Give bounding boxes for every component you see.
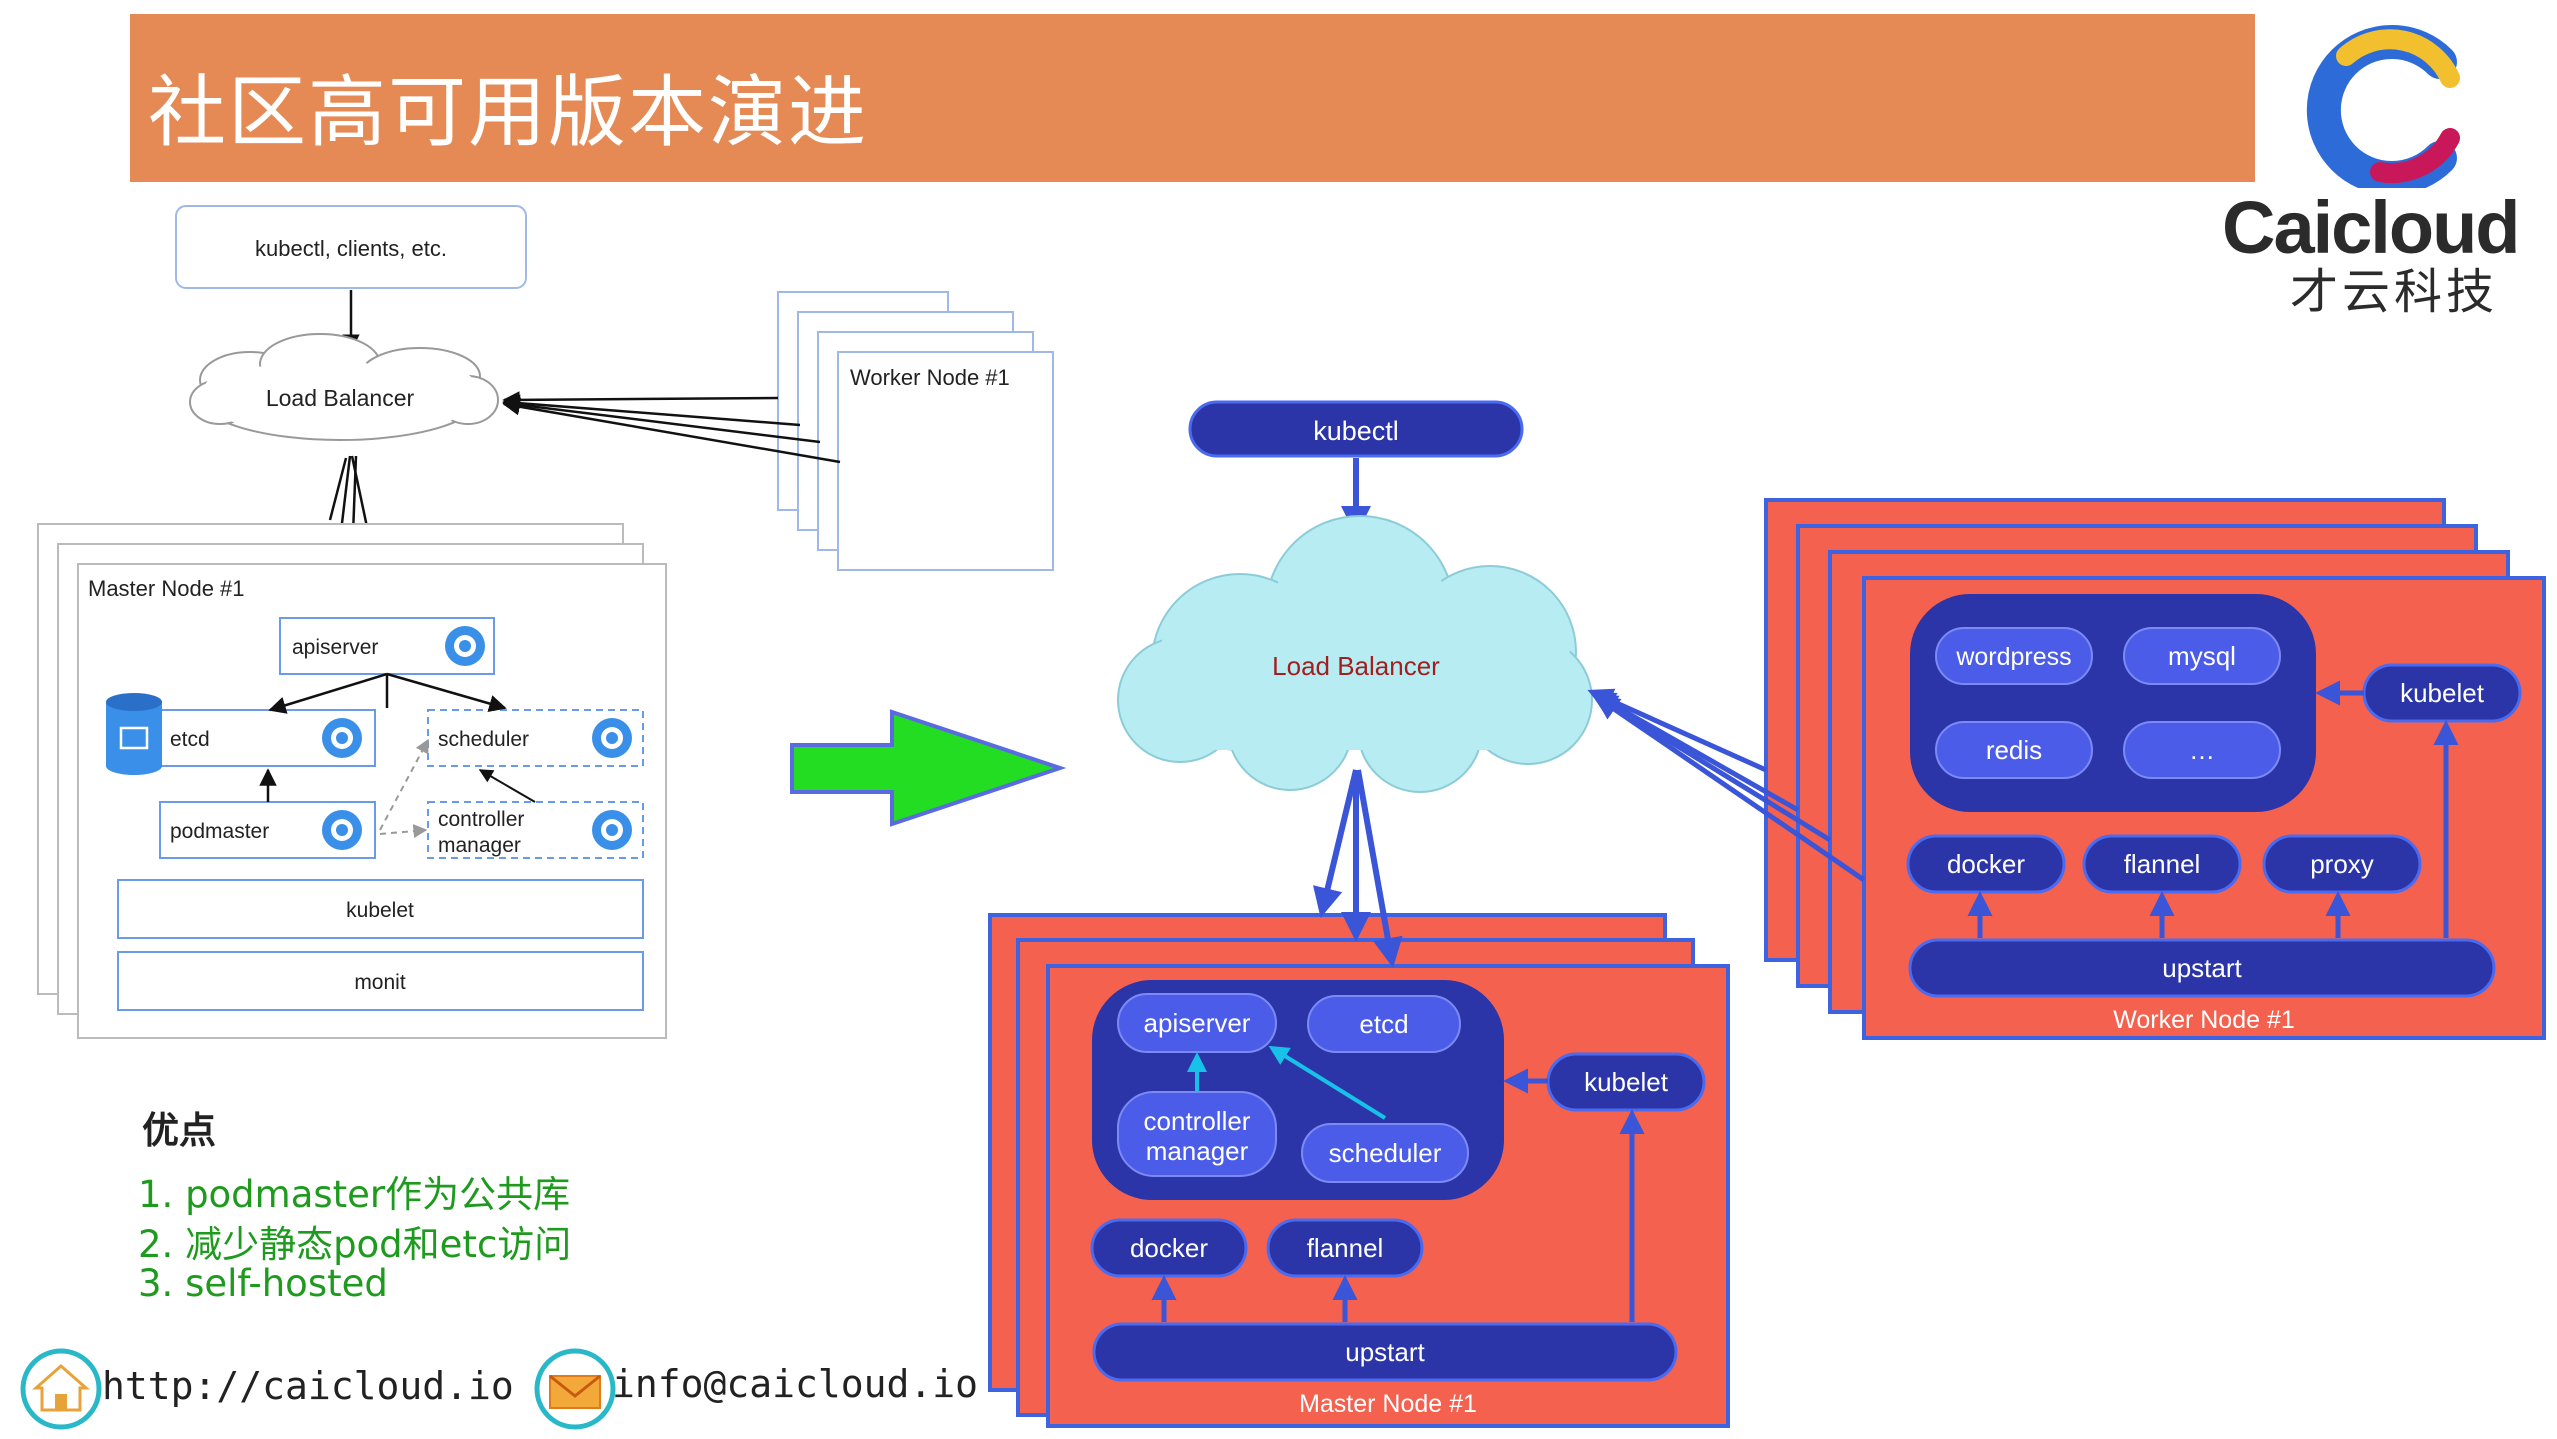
old-load-balancer-label: Load Balancer	[266, 385, 415, 411]
database-icon	[106, 693, 162, 775]
advantages-heading: 优点	[142, 1109, 216, 1152]
title-bar	[130, 14, 2255, 182]
new-master-kubelet-label: kubelet	[1584, 1067, 1669, 1097]
gear-icon	[592, 810, 632, 850]
old-controller-manager-label-2: manager	[438, 834, 521, 857]
green-arrow-icon	[790, 709, 1067, 827]
logo-wordmark: Caicloud	[2222, 186, 2520, 269]
mysql-pill	[2123, 627, 2281, 685]
mysql-label: mysql	[2168, 641, 2236, 671]
old-kubelet-label: kubelet	[346, 899, 414, 922]
redis-pill	[1935, 721, 2093, 779]
slide-title: 社区高可用版本演进	[148, 68, 869, 158]
new-worker-kubelet-label: kubelet	[2400, 678, 2485, 708]
kubectl-pill	[1188, 400, 1524, 458]
new-scheduler-pill	[1301, 1123, 1469, 1183]
gear-icon	[322, 718, 362, 758]
gear-icon	[445, 626, 485, 666]
clients-label: kubectl, clients, etc.	[255, 236, 447, 261]
gear-icon	[322, 810, 362, 850]
more-apps-pill	[2123, 721, 2281, 779]
new-master-flannel-label: flannel	[1307, 1233, 1384, 1263]
old-monit-box	[117, 951, 644, 1011]
new-etcd-label: etcd	[1359, 1009, 1408, 1039]
email-link[interactable]: info@caicloud.io	[612, 1362, 979, 1406]
advantage-item-2: 2. 减少静态pod和etc访问	[138, 1223, 572, 1266]
old-master-node-label: Master Node #1	[88, 576, 245, 601]
old-worker-node	[837, 351, 1054, 571]
kubectl-label: kubectl	[1313, 416, 1399, 446]
new-worker-flannel-label: flannel	[2124, 849, 2201, 879]
old-worker-node-label: Worker Node #1	[850, 365, 1010, 390]
old-kubelet-box	[117, 879, 644, 939]
new-master-node-label: Master Node #1	[1299, 1390, 1477, 1418]
new-worker-upstart-label: upstart	[2162, 953, 2242, 983]
proxy-label: proxy	[2310, 849, 2374, 879]
new-etcd-pill	[1307, 995, 1461, 1053]
email-icon	[534, 1348, 616, 1430]
new-master-docker-label: docker	[1130, 1233, 1208, 1263]
new-scheduler-label: scheduler	[1329, 1138, 1442, 1168]
home-icon	[20, 1348, 102, 1430]
old-load-balancer-cloud	[189, 333, 499, 441]
new-worker-upstart-pill	[1908, 938, 2496, 998]
new-controller-manager-label-1: controller	[1144, 1106, 1251, 1136]
new-load-balancer-label: Load Balancer	[1272, 651, 1440, 681]
redis-label: redis	[1986, 735, 2042, 765]
more-apps-label: …	[2189, 735, 2215, 765]
new-master-upstart-pill	[1092, 1322, 1678, 1382]
new-apiserver-label: apiserver	[1144, 1008, 1251, 1038]
caicloud-logo-icon	[2306, 25, 2460, 188]
old-monit-label: monit	[354, 971, 406, 994]
gear-icon	[592, 718, 632, 758]
new-worker-node-label: Worker Node #1	[2113, 1006, 2295, 1034]
wordpress-label: wordpress	[1955, 643, 2071, 671]
logo-subtitle: 才云科技	[2290, 264, 2499, 320]
new-controller-manager-label-2: manager	[1146, 1136, 1249, 1166]
clients-box	[175, 205, 527, 289]
advantage-item-3: 3. self-hosted	[138, 1262, 388, 1305]
worker-apps-group	[1910, 594, 2316, 812]
old-podmaster-label: podmaster	[170, 820, 269, 843]
advantage-item-1: 1. podmaster作为公共库	[138, 1173, 571, 1216]
old-controller-manager-label-1: controller	[438, 808, 524, 831]
new-worker-docker-label: docker	[1947, 849, 2025, 879]
old-etcd-label: etcd	[170, 728, 210, 751]
old-apiserver-label: apiserver	[292, 636, 378, 659]
wordpress-pill	[1935, 627, 2093, 685]
website-link[interactable]: http://caicloud.io	[102, 1364, 514, 1408]
new-master-upstart-label: upstart	[1345, 1337, 1425, 1367]
old-scheduler-label: scheduler	[438, 728, 529, 751]
old-architecture-diagram: kubectl, clients, etc. Load Balancer Wor…	[37, 205, 1054, 1039]
